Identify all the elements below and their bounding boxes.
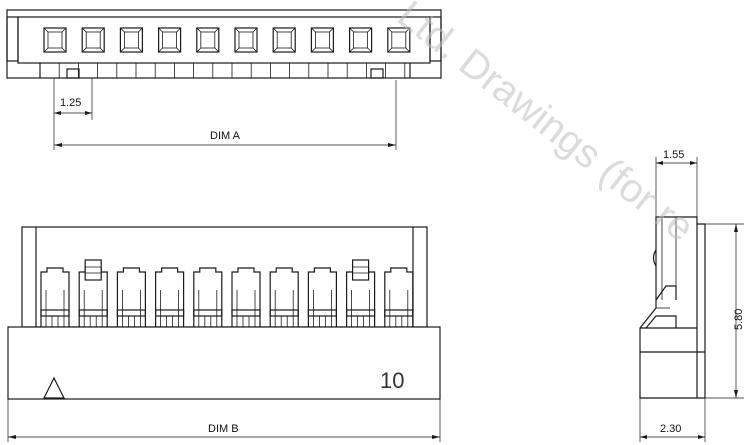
contact-slot-4 <box>155 267 185 327</box>
top-view <box>6 9 442 79</box>
dim-a-label: DIM A <box>210 130 241 142</box>
cavity-3 <box>119 27 144 53</box>
pitch-dimension: 1.25 <box>53 78 93 120</box>
side-top-width-dimension: 1.55 <box>655 149 698 217</box>
contact-slot-7 <box>269 267 299 327</box>
cavity-2 <box>81 27 105 53</box>
top-view-outer-body <box>6 9 442 79</box>
contact-slot-1 <box>40 267 70 327</box>
pitch-dimension-label: 1.25 <box>60 97 81 109</box>
contact-slot-2 <box>78 267 108 327</box>
side-height-dimension: 5.80 <box>705 223 745 399</box>
contact-slot-9 <box>346 267 376 327</box>
watermark-text: Ltd. Drawings (for re <box>389 0 702 250</box>
cavity-7 <box>272 27 296 53</box>
contact-slot-10 <box>384 267 414 327</box>
contact-slot-3 <box>116 267 147 327</box>
dim-b-dimension: DIM B <box>7 399 441 442</box>
contact-slot-8 <box>307 267 337 327</box>
front-view-base <box>7 326 441 400</box>
cavity-5 <box>196 27 220 53</box>
side-height-label: 5.80 <box>733 309 745 330</box>
latch-block-2 <box>84 259 102 281</box>
contact-slot-6 <box>231 267 261 327</box>
cavity-8 <box>310 27 334 53</box>
top-view-polarization-key <box>370 68 384 79</box>
latch-block-9 <box>352 259 370 281</box>
top-view-inner-housing <box>17 16 431 64</box>
side-bottom-width-label: 2.30 <box>660 423 681 435</box>
cavity-6 <box>234 27 258 53</box>
pin1-triangle-marker <box>43 376 65 399</box>
cavity-1 <box>43 27 67 53</box>
front-view: 10 <box>7 226 441 400</box>
top-view-cavities <box>43 27 411 53</box>
top-view-bottom-ticks <box>39 63 406 78</box>
front-view-contacts <box>40 259 414 327</box>
top-view-polarization-key <box>66 68 80 79</box>
dim-b-label: DIM B <box>208 423 239 435</box>
cavity-10 <box>387 27 411 53</box>
circuit-count-marking: 10 <box>380 368 404 393</box>
contact-slot-5 <box>193 267 223 327</box>
cavity-4 <box>158 27 182 53</box>
cavity-9 <box>349 27 373 53</box>
top-view-left-latch <box>6 16 19 62</box>
side-top-width-label: 1.55 <box>663 149 684 161</box>
dim-a-dimension: DIM A <box>53 80 397 150</box>
side-bottom-width-dimension: 2.30 <box>639 398 706 442</box>
